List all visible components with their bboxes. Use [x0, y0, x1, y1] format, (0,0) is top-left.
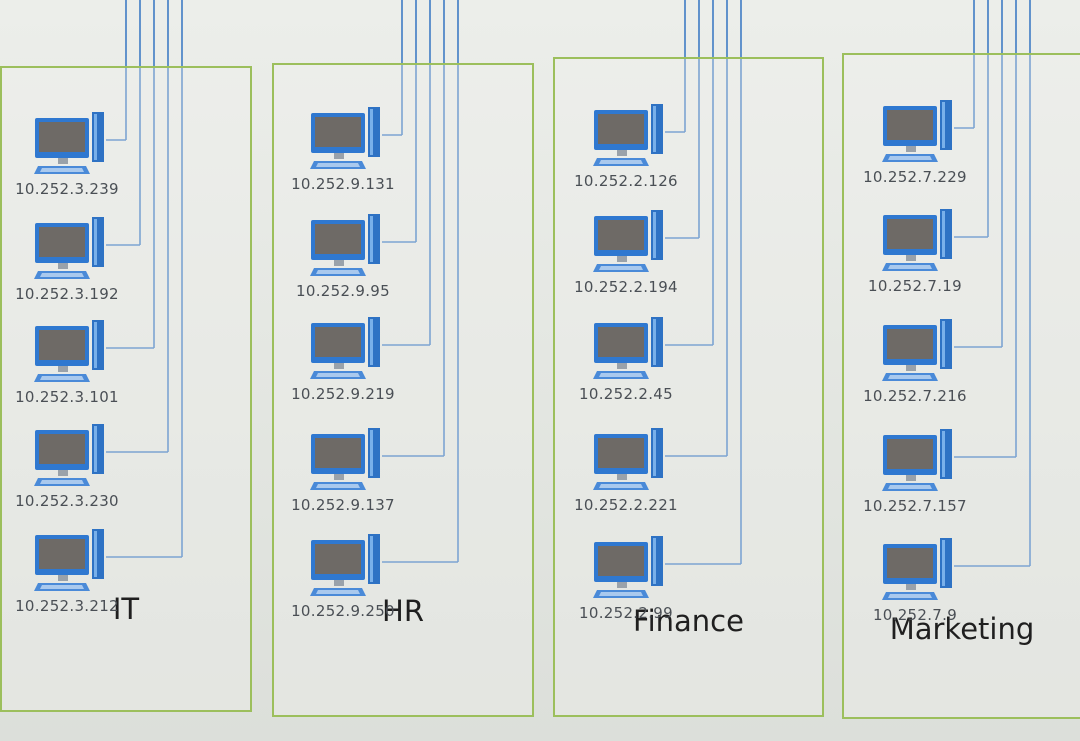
- desktop-computer-icon: [34, 320, 104, 382]
- workstation: 10.252.3.192: [14, 215, 124, 315]
- desktop-computer-icon: [34, 424, 104, 486]
- workstation-ip-label: 10.252.7.229: [863, 168, 967, 186]
- department-label: Marketing: [889, 612, 1035, 646]
- workstation-ip-label: 10.252.9.137: [291, 496, 395, 514]
- workstation: 10.252.9.131: [290, 105, 400, 205]
- department-label: Finance: [633, 604, 744, 638]
- workstation-ip-label: 10.252.9.250: [291, 602, 395, 620]
- desktop-computer-icon: [34, 217, 104, 279]
- workstation: 10.252.7.157: [862, 427, 972, 527]
- workstation-ip-label: 10.252.7.19: [868, 277, 962, 295]
- desktop-computer-icon: [593, 536, 663, 598]
- workstation: 10.252.2.99: [573, 534, 683, 634]
- desktop-computer-icon: [310, 534, 380, 596]
- desktop-computer-icon: [310, 317, 380, 379]
- workstation: 10.252.2.126: [573, 102, 683, 202]
- workstation: 10.252.9.250: [290, 532, 400, 632]
- workstation-ip-label: 10.252.3.192: [15, 285, 119, 303]
- desktop-computer-icon: [882, 538, 952, 600]
- workstation-ip-label: 10.252.2.221: [574, 496, 678, 514]
- workstation-ip-label: 10.252.9.95: [296, 282, 390, 300]
- department-label: HR: [382, 594, 424, 628]
- workstation-ip-label: 10.252.7.9: [872, 606, 958, 624]
- desktop-computer-icon: [34, 112, 104, 174]
- desktop-computer-icon: [593, 210, 663, 272]
- workstation: 10.252.2.221: [573, 426, 683, 526]
- workstation: 10.252.7.216: [862, 317, 972, 417]
- workstation: 10.252.2.45: [573, 315, 683, 415]
- workstation: 10.252.7.229: [862, 98, 972, 198]
- desktop-computer-icon: [882, 209, 952, 271]
- workstation-ip-label: 10.252.2.99: [579, 604, 673, 622]
- desktop-computer-icon: [593, 104, 663, 166]
- workstation-ip-label: 10.252.9.131: [291, 175, 395, 193]
- workstation-ip-label: 10.252.9.219: [291, 385, 395, 403]
- workstation: 10.252.7.9: [862, 536, 972, 636]
- workstation: 10.252.2.194: [573, 208, 683, 308]
- workstation-ip-label: 10.252.3.101: [15, 388, 119, 406]
- desktop-computer-icon: [310, 107, 380, 169]
- workstation: 10.252.7.19: [862, 207, 972, 307]
- workstation-ip-label: 10.252.2.194: [574, 278, 678, 296]
- workstation: 10.252.9.95: [290, 212, 400, 312]
- workstation: 10.252.9.137: [290, 426, 400, 526]
- workstation: 10.252.3.101: [14, 318, 124, 418]
- department-hr: HR: [272, 63, 534, 717]
- desktop-computer-icon: [310, 428, 380, 490]
- workstation-ip-label: 10.252.7.157: [863, 497, 967, 515]
- workstation-ip-label: 10.252.3.230: [15, 492, 119, 510]
- workstation-ip-label: 10.252.3.239: [15, 180, 119, 198]
- desktop-computer-icon: [882, 100, 952, 162]
- desktop-computer-icon: [882, 429, 952, 491]
- workstation-ip-label: 10.252.2.126: [574, 172, 678, 190]
- department-marketing: Marketing: [842, 53, 1080, 719]
- desktop-computer-icon: [593, 317, 663, 379]
- department-finance: Finance: [553, 57, 824, 717]
- workstation-ip-label: 10.252.3.212: [15, 597, 119, 615]
- workstation: 10.252.3.212: [14, 527, 124, 627]
- workstation: 10.252.9.219: [290, 315, 400, 415]
- desktop-computer-icon: [310, 214, 380, 276]
- department-label: IT: [112, 592, 140, 626]
- desktop-computer-icon: [593, 428, 663, 490]
- workstation-ip-label: 10.252.7.216: [863, 387, 967, 405]
- workstation: 10.252.3.239: [14, 110, 124, 210]
- workstation-ip-label: 10.252.2.45: [579, 385, 673, 403]
- workstation: 10.252.3.230: [14, 422, 124, 522]
- desktop-computer-icon: [34, 529, 104, 591]
- desktop-computer-icon: [882, 319, 952, 381]
